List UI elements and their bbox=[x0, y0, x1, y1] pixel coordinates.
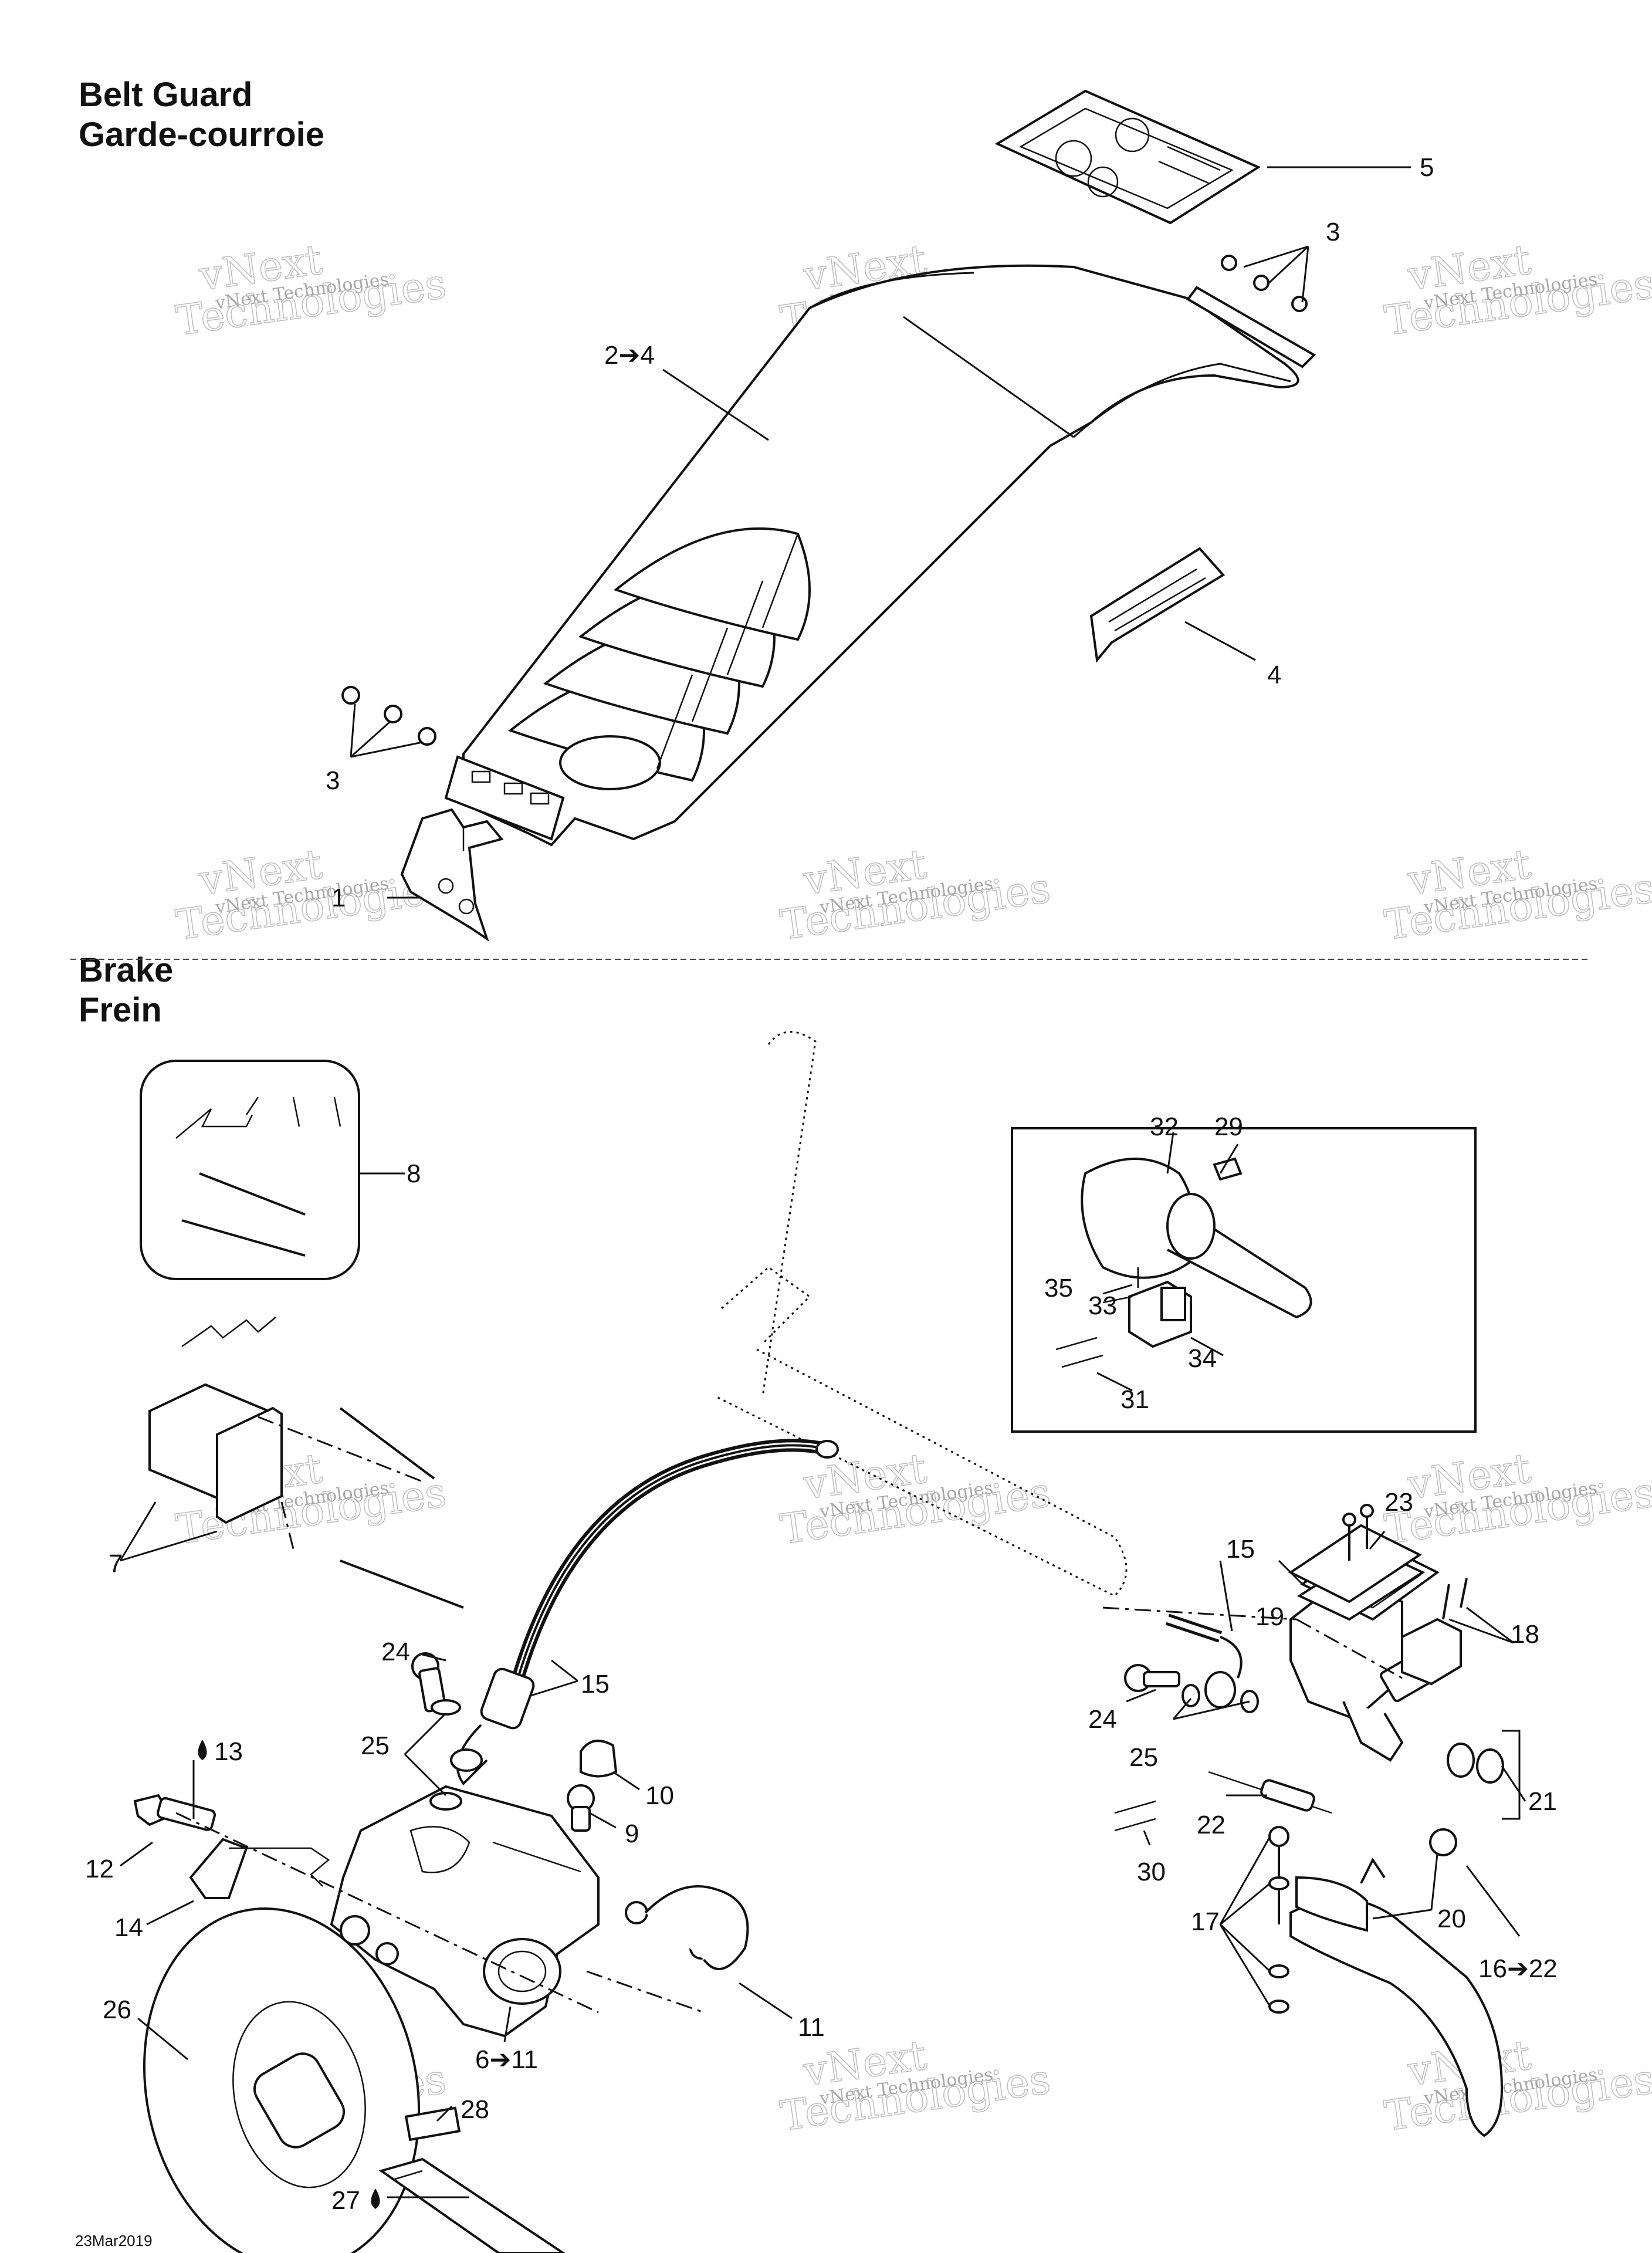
watermark-middle-right: vNext Technologies vNext Technologies bbox=[1381, 1444, 1652, 1554]
callout-9: 9 bbox=[625, 1819, 639, 1848]
callout-32: 32 bbox=[1150, 1112, 1179, 1141]
nuts-part-3-right bbox=[1221, 255, 1308, 312]
drawing-code: 23Mar2019 bbox=[75, 2232, 153, 2249]
callout-25-left: 25 bbox=[361, 1731, 390, 1760]
callout-3-right: 3 bbox=[1326, 218, 1340, 246]
shaft-part-27 bbox=[378, 2157, 566, 2253]
cable-part-22 bbox=[1114, 1771, 1332, 1832]
callout-13: 13 bbox=[214, 1737, 243, 1766]
callout-26: 26 bbox=[103, 1995, 131, 2024]
brake-drawing: 8 32 29 35 33 34 31 7 23 15 19 18 24 15 … bbox=[85, 1031, 1558, 2253]
brake-switch-inset bbox=[1011, 1127, 1477, 1433]
watermark-upper-center: vNext Technologies vNext Technologies bbox=[777, 840, 1054, 950]
callout-23: 23 bbox=[1384, 1488, 1413, 1517]
bracket-part-1 bbox=[400, 808, 504, 942]
callout-10: 10 bbox=[645, 1781, 674, 1810]
callout-24-left: 24 bbox=[381, 1638, 410, 1666]
pivot-bolts-part-17 bbox=[1268, 1826, 1289, 2014]
callout-33: 33 bbox=[1088, 1291, 1117, 1320]
leader-3e bbox=[350, 720, 391, 758]
callout-19: 19 bbox=[1255, 1602, 1284, 1631]
lubricant-drop-icon bbox=[198, 1740, 207, 1760]
callout-12: 12 bbox=[85, 1855, 114, 1883]
leader-2-4 bbox=[662, 368, 769, 441]
axis-line-master-2 bbox=[1296, 1618, 1403, 1679]
belt-guard-cover bbox=[444, 264, 1316, 847]
callout-31: 31 bbox=[1120, 1385, 1149, 1414]
watermark-bottom-right: vNext Technologies vNext Technologies bbox=[1381, 2031, 1652, 2141]
callout-29: 29 bbox=[1214, 1112, 1243, 1141]
callout-7: 7 bbox=[109, 1550, 123, 1578]
watermark-top-right: vNext Technologies vNext Technologies bbox=[1381, 235, 1652, 346]
leader-24-left bbox=[422, 1653, 446, 1662]
callout-14: 14 bbox=[114, 1913, 143, 1942]
leader-3b bbox=[1266, 245, 1309, 286]
watermark-top-left: vNext Technologies vNext Technologies bbox=[172, 235, 449, 346]
nuts-part-3-left bbox=[341, 686, 436, 746]
callout-15-left: 15 bbox=[581, 1670, 610, 1699]
brake-title-en: Brake bbox=[79, 951, 174, 989]
callout-22: 22 bbox=[1197, 1811, 1226, 1839]
callout-24-right: 24 bbox=[1088, 1705, 1117, 1734]
belt-guard-title-en: Belt Guard bbox=[79, 76, 253, 114]
clip-part-14 bbox=[189, 1838, 330, 1899]
callout-16-22: 16➔22 bbox=[1478, 1954, 1558, 1983]
brake-title: Brake Frein bbox=[79, 950, 173, 1030]
axis-line-master bbox=[1102, 1606, 1297, 1621]
caliper-part-6 bbox=[330, 1785, 600, 2038]
brake-lever-part-16-22 bbox=[1289, 1858, 1504, 2137]
callout-34: 34 bbox=[1188, 1344, 1217, 1373]
watermark-bottom-center: vNext Technologies vNext Technologies bbox=[777, 2031, 1054, 2141]
callout-20: 20 bbox=[1437, 1904, 1466, 1933]
clamp-part-18 bbox=[1401, 1578, 1468, 1686]
brake-title-fr: Frein bbox=[79, 991, 162, 1029]
brake-disc-part-26 bbox=[143, 1907, 421, 2253]
decal-part-5 bbox=[994, 89, 1261, 225]
handlebar-outline bbox=[715, 1031, 1128, 1597]
key-part-28 bbox=[404, 2106, 461, 2142]
callout-5: 5 bbox=[1420, 153, 1434, 182]
callout-2-4: 2➔4 bbox=[604, 341, 655, 370]
fitting-part-11 bbox=[586, 1885, 749, 2014]
bleeder-part-9 bbox=[567, 1784, 595, 1832]
callout-4: 4 bbox=[1267, 661, 1281, 689]
brake-pads-part-7 bbox=[119, 1317, 464, 1609]
callout-3-left: 3 bbox=[326, 766, 340, 795]
leader-3c bbox=[1301, 246, 1309, 303]
decal-part-4 bbox=[1089, 547, 1226, 663]
callout-35: 35 bbox=[1044, 1274, 1073, 1303]
callout-11: 11 bbox=[798, 2013, 825, 2042]
callout-21: 21 bbox=[1528, 1787, 1557, 1816]
banjo-right-parts-24-25 bbox=[1124, 1613, 1259, 1713]
callout-30: 30 bbox=[1137, 1858, 1166, 1886]
leader-4 bbox=[1184, 621, 1256, 661]
belt-guard-title: Belt Guard Garde-courroie bbox=[79, 75, 324, 155]
leader-3a bbox=[1243, 245, 1309, 268]
callout-8: 8 bbox=[407, 1159, 421, 1188]
callout-15-right: 15 bbox=[1226, 1535, 1255, 1564]
screws-part-23 bbox=[1342, 1504, 1374, 1561]
belt-guard-drawing: 5 3 2➔4 4 3 1 bbox=[326, 89, 1434, 942]
callout-1: 1 bbox=[331, 884, 346, 912]
watermark-upper-right: vNext Technologies vNext Technologies bbox=[1381, 840, 1652, 950]
callout-28: 28 bbox=[461, 2095, 489, 2124]
callout-17: 17 bbox=[1191, 1907, 1220, 1936]
callout-18: 18 bbox=[1511, 1620, 1539, 1649]
leader-3d bbox=[350, 703, 356, 757]
axis-line-caliper bbox=[175, 1812, 599, 2014]
kit-box-part-8 bbox=[140, 1060, 405, 1280]
callout-27: 27 bbox=[331, 2186, 360, 2215]
callout-25-right: 25 bbox=[1129, 1743, 1158, 1772]
bleeder-part-10 bbox=[580, 1740, 618, 1778]
washers-part-21 bbox=[1447, 1743, 1504, 1784]
bolt-part-12 bbox=[133, 1794, 216, 1831]
belt-guard-title-fr: Garde-courroie bbox=[79, 116, 324, 154]
lubricant-drop-icon bbox=[371, 2188, 380, 2209]
brake-hose-part-15 bbox=[456, 1439, 839, 1786]
leader-3f bbox=[350, 741, 423, 758]
callout-6-11: 6➔11 bbox=[475, 2045, 538, 2074]
reservoir-cover-part-19 bbox=[1288, 1524, 1426, 1621]
